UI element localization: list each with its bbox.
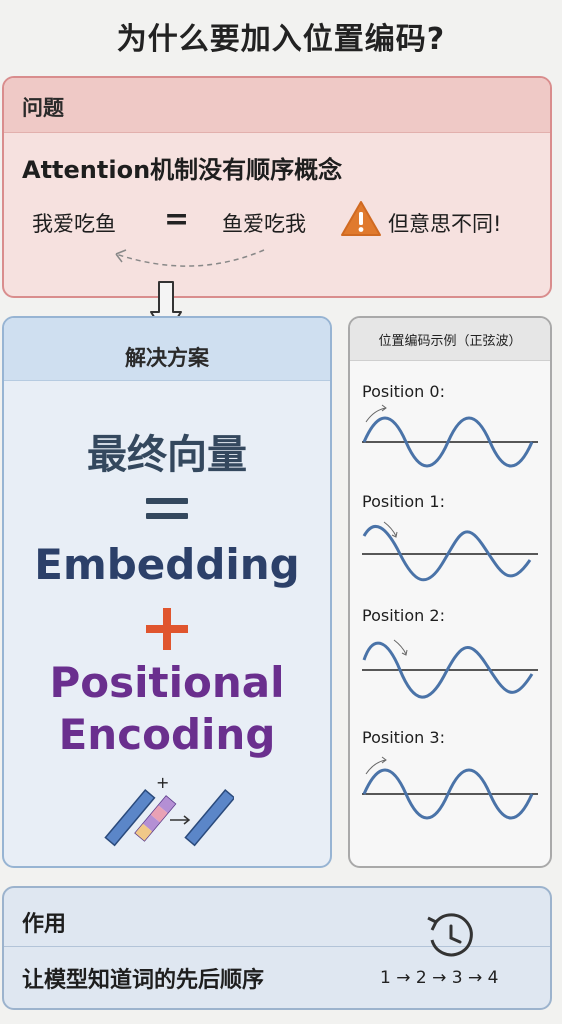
plus-sign-icon — [146, 608, 188, 650]
position-2-label: Position 2: — [362, 606, 445, 625]
sine-wave-3 — [362, 756, 538, 820]
problem-panel: 问题 Attention机制没有顺序概念 我爱吃鱼 = 鱼爱吃我 但意思不同! — [2, 76, 552, 298]
solution-label: 解决方案 — [125, 346, 209, 370]
clock-rotate-icon — [427, 913, 473, 957]
encoding-text: Encoding — [58, 710, 276, 759]
sine-wave-2 — [362, 639, 538, 699]
phrase-right: 鱼爱吃我 — [222, 212, 306, 236]
example-title: 位置编码示例（正弦波） — [378, 334, 522, 349]
warning-triangle-icon — [341, 201, 381, 236]
effect-label: 作用 — [22, 912, 67, 937]
embedding-text: Embedding — [34, 540, 300, 589]
mini-plus: + — [156, 774, 169, 792]
page-title: 为什么要加入位置编码? — [116, 22, 446, 57]
sine-example-panel: 位置编码示例（正弦波） Position 0: Position 1: Posi… — [348, 316, 552, 868]
effect-text: 让模型知道词的先后顺序 — [22, 968, 265, 993]
sine-wave-0 — [362, 404, 538, 468]
equals-sign: = — [164, 202, 190, 237]
swap-arc-arrow-icon — [115, 249, 265, 267]
solution-header — [4, 318, 330, 381]
sine-wave-1 — [362, 521, 538, 582]
position-0-label: Position 0: — [362, 382, 445, 401]
equals-sign-icon — [146, 498, 188, 519]
final-vector-text: 最终向量 — [87, 432, 247, 478]
position-1-label: Position 1: — [362, 492, 445, 511]
order-sequence: 1 → 2 → 3 → 4 — [380, 968, 499, 988]
effect-divider — [4, 946, 550, 947]
phrase-left: 我爱吃鱼 — [32, 212, 116, 236]
position-3-label: Position 3: — [362, 728, 445, 747]
effect-panel: 作用 让模型知道词的先后顺序 1 → 2 → 3 → 4 — [2, 886, 552, 1010]
problem-headline: Attention机制没有顺序概念 — [22, 156, 343, 184]
problem-label: 问题 — [22, 96, 64, 120]
problem-header: 问题 — [4, 78, 550, 133]
solution-panel: 解决方案 最终向量 Embedding Positional Encoding … — [2, 316, 332, 868]
vector-addition-icon: + — [104, 774, 234, 847]
problem-conclusion: 但意思不同! — [388, 212, 502, 236]
example-header — [350, 318, 550, 361]
positional-text: Positional — [49, 658, 285, 707]
